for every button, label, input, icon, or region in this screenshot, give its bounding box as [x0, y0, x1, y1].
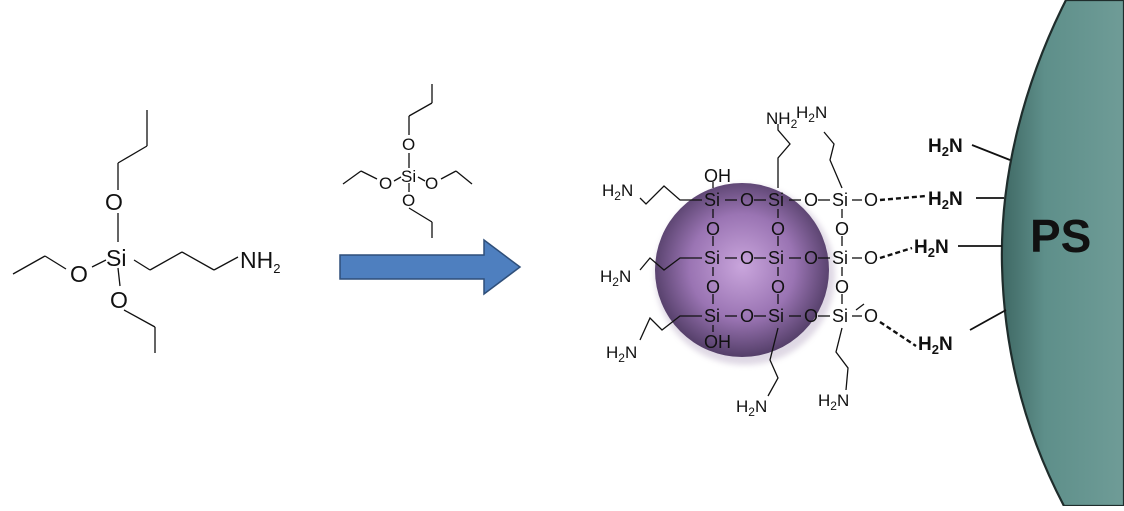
surface-amines: H2N H2N H2N H2N — [879, 136, 1011, 357]
arm-amine-sub: 2 — [748, 405, 755, 419]
aptes-amine-label: NH — [240, 247, 273, 273]
arm-amine-sub: 2 — [791, 117, 798, 131]
silanol-oxygen: O — [864, 306, 878, 326]
arm-amine-n: N — [625, 343, 637, 362]
teos-oxygen-right: O — [425, 174, 438, 193]
surface-amine-n: N — [949, 136, 963, 157]
arm-amine-left-top: H2N — [602, 181, 633, 203]
arm-amine-sub: 2 — [614, 189, 621, 203]
arm-amine-top-right: H2N — [796, 103, 827, 125]
reaction-arrow — [339, 238, 522, 296]
network-hydroxyl-bottom: OH — [704, 332, 731, 352]
aptes-silicon: Si — [106, 245, 126, 271]
arm-amine-h: H — [600, 267, 612, 286]
silica-nanoparticle — [655, 183, 835, 365]
arm-amine-left-mid: H2N — [600, 267, 631, 289]
surface-amine-n: N — [935, 237, 949, 258]
surface-amine-sub: 2 — [932, 342, 939, 357]
hydrogen-bond — [879, 246, 913, 260]
surface-amine-3: H2N — [914, 237, 949, 260]
teos-oxygen-bottom: O — [402, 191, 415, 210]
arm-amine-h: H — [736, 397, 748, 416]
teos-oxygen-top: O — [402, 135, 415, 154]
teos-oxygen-left: O — [379, 174, 392, 193]
network-oxygen: O — [804, 248, 818, 268]
hydrogen-bond — [879, 194, 927, 202]
network-oxygen: O — [835, 277, 849, 297]
surface-amine-h: H — [928, 136, 942, 157]
network-silicon: Si — [768, 306, 784, 326]
aptes-amine: NH2 — [240, 247, 280, 276]
network-silicon: Si — [704, 306, 720, 326]
network-oxygen: O — [835, 219, 849, 239]
arm-amine-nh: NH — [766, 109, 791, 128]
network-oxygen: O — [740, 190, 754, 210]
network-silicon: Si — [832, 306, 848, 326]
arm-amine-n: N — [621, 181, 633, 200]
surface-amine-sub: 2 — [928, 245, 935, 260]
arm-amine-bottom-mid: H2N — [736, 397, 767, 419]
silica-network: Si Si Si Si Si Si Si Si Si O O O O O O O… — [704, 166, 878, 352]
arm-amine-n: N — [619, 267, 631, 286]
surface-amine-h: H — [928, 189, 942, 210]
arm-amine-h: H — [606, 343, 618, 362]
network-oxygen: O — [771, 277, 785, 297]
silanol-oxygen: O — [864, 190, 878, 210]
network-hydroxyl-top: OH — [704, 166, 731, 186]
arm-amine-h: H — [602, 181, 614, 200]
polystyrene-label: PS — [1030, 210, 1091, 262]
surface-amine-sub: 2 — [942, 144, 949, 159]
teos-silicon: Si — [401, 167, 416, 186]
aptes-amine-subscript: 2 — [273, 261, 280, 276]
network-oxygen: O — [740, 306, 754, 326]
network-oxygen: O — [740, 248, 754, 268]
network-silicon: Si — [768, 248, 784, 268]
network-oxygen: O — [706, 219, 720, 239]
hydrogen-bond — [879, 321, 917, 347]
arm-amine-bottom-right: H2N — [818, 391, 849, 413]
surface-amine-h: H — [914, 237, 928, 258]
arm-amine-n: N — [837, 391, 849, 410]
aptes-oxygen-left: O — [70, 261, 88, 287]
arm-amine-sub: 2 — [612, 275, 619, 289]
network-oxygen: O — [706, 277, 720, 297]
arm-amine-h: H — [796, 103, 808, 122]
network-oxygen: O — [804, 306, 818, 326]
arm-amine-sub: 2 — [830, 399, 837, 413]
polystyrene-particle: PS — [1000, 0, 1124, 508]
network-silicon: Si — [832, 248, 848, 268]
arm-amine-top-mid: NH2 — [766, 109, 798, 131]
arm-amine-n: N — [755, 397, 767, 416]
arm-amine-h: H — [818, 391, 830, 410]
network-silicon: Si — [832, 190, 848, 210]
arm-amine-n: N — [815, 103, 827, 122]
aptes-molecule: O Si O O NH2 — [12, 110, 280, 353]
surface-amine-4: H2N — [918, 334, 953, 357]
network-oxygen: O — [804, 190, 818, 210]
aptes-oxygen-bottom: O — [110, 287, 128, 313]
aminopropyl-arms: H2N H2N H2N NH2 H2N H2N H2N — [600, 103, 849, 419]
surface-amine-n: N — [949, 189, 963, 210]
surface-amine-sub: 2 — [942, 197, 949, 212]
network-silicon: Si — [704, 248, 720, 268]
arm-amine-sub: 2 — [618, 351, 625, 365]
surface-amine-n: N — [939, 334, 953, 355]
aptes-oxygen-top: O — [105, 189, 123, 215]
surface-amine-h: H — [918, 334, 932, 355]
network-silicon: Si — [768, 190, 784, 210]
arm-amine-sub: 2 — [808, 111, 815, 125]
network-silicon: Si — [704, 190, 720, 210]
teos-molecule: O Si O O O — [342, 84, 473, 238]
arm-amine-left-bottom: H2N — [606, 343, 637, 365]
network-oxygen: O — [771, 219, 785, 239]
silanol-oxygen: O — [864, 248, 878, 268]
surface-amine-1: H2N — [928, 136, 963, 159]
surface-amine-2: H2N — [928, 189, 963, 212]
